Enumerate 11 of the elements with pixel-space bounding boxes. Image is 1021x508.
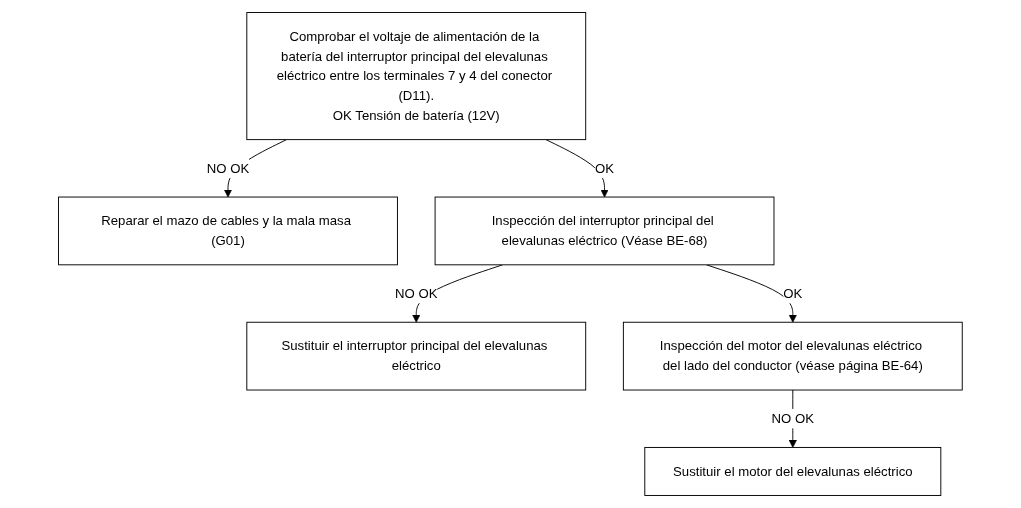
edge-label: NO OK bbox=[206, 160, 250, 176]
edge-label: NO OK bbox=[395, 285, 438, 301]
node-box: Reparar el mazo de cables y la mala masa (G01) bbox=[58, 196, 398, 266]
node-box: Sustituir el interruptor principal del elevalunas eléctrico bbox=[246, 321, 587, 391]
edge-label: OK bbox=[783, 285, 803, 301]
edge-label: NO OK bbox=[771, 410, 815, 426]
node-box: Sustituir el motor del elevalunas eléctrico bbox=[644, 446, 942, 496]
node-box: Inspección del motor del elevalunas eléctrico del lado del conductor (véase página BE-64) bbox=[623, 321, 963, 391]
edge-label: OK bbox=[595, 160, 615, 176]
node-box: Comprobar el voltaje de alimentación de la batería del interruptor principal del elevalunas eléctrico entre los terminales 7 y 4 del conector (D11). OK Tensión de batería (12V) bbox=[246, 12, 587, 141]
node-box: Inspección del interruptor principal del elevalunas eléctrico (Véase BE-68) bbox=[434, 196, 775, 266]
